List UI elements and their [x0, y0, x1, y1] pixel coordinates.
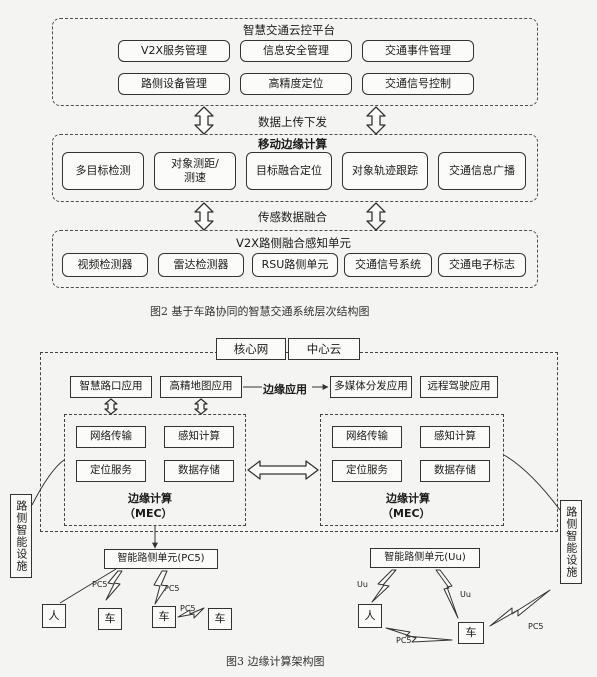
traffic-event-box: 交通事件管理: [362, 40, 474, 62]
right-perception-compute-box: 感知计算: [420, 426, 490, 448]
trajectory-tracking-box: 对象轨迹跟踪: [342, 152, 428, 190]
right-facility-curve: [503, 454, 561, 511]
unit-to-person-line: [59, 568, 117, 604]
edge-layer: [52, 134, 538, 202]
double-arrow-upper-left: [194, 106, 214, 135]
pc5-label-5: PC5: [528, 622, 544, 631]
left-mec-title: 边缘计算: [128, 492, 172, 505]
right-positioning-service-box: 定位服务: [332, 460, 402, 482]
person-left-box: 人: [42, 604, 66, 628]
ranging-speed-label: 对象测距/ 测速: [171, 157, 219, 184]
lightning-pc5-3: [177, 607, 205, 619]
map-to-mec-arrow: [194, 398, 208, 415]
sensing-title: V2X路侧融合感知单元: [236, 236, 352, 250]
platform-title: 智慧交通云控平台: [243, 23, 335, 37]
lightning-uu-2: [435, 569, 459, 619]
lightning-pc5-5: [489, 589, 551, 627]
left-mec-subtitle: （MEC）: [124, 507, 173, 520]
lightning-pc5-2: [153, 570, 168, 605]
core-network-box: 核心网: [216, 338, 286, 360]
roadside-device-box: 路侧设备管理: [118, 73, 230, 95]
roadside-facility-left: 路侧智能设施: [10, 494, 32, 578]
left-perception-compute-box: 感知计算: [164, 426, 234, 448]
car-box-1: 车: [98, 608, 122, 630]
electronic-sign-box: 交通电子标志: [438, 253, 526, 277]
left-positioning-service-box: 定位服务: [76, 460, 146, 482]
right-network-transport-box: 网络传输: [332, 426, 402, 448]
right-mec-subtitle: （MEC）: [382, 507, 431, 520]
multi-target-detection-box: 多目标检测: [62, 152, 144, 190]
edge-title: 移动边缘计算: [258, 137, 327, 151]
pc5-label-3: PC5: [180, 604, 196, 613]
double-arrow-lower-left: [194, 202, 214, 231]
multimedia-app-box: 多媒体分发应用: [330, 376, 412, 398]
ranging-speed-box: 对象测距/ 测速: [154, 152, 236, 190]
pc5-label-2: PC5: [164, 584, 180, 593]
traffic-signal-control-box: 交通信号控制: [362, 73, 474, 95]
upper-link-label: 数据上传下发: [258, 115, 327, 129]
roadside-unit-uu-box: 智能路侧单元(Uu): [370, 548, 480, 568]
double-arrow-upper-right: [366, 106, 386, 135]
v2x-service-box: V2X服务管理: [118, 40, 230, 62]
car-box-2: 车: [152, 606, 176, 628]
double-arrow-lower-right: [366, 202, 386, 231]
rsu-unit-box: RSU路侧单元: [252, 253, 338, 277]
car-box-3: 车: [208, 608, 232, 630]
pc5-label-1: PC5: [92, 580, 108, 589]
roadside-facility-right: 路侧智能设施: [560, 500, 582, 584]
smart-intersection-app-box: 智慧路口应用: [70, 376, 152, 398]
uu-label-1: Uu: [357, 580, 368, 589]
left-network-transport-box: 网络传输: [76, 426, 146, 448]
left-data-storage-box: 数据存储: [164, 460, 234, 482]
high-precision-positioning-box: 高精度定位: [240, 73, 352, 95]
hd-map-app-box: 高精地图应用: [160, 376, 242, 398]
radar-detector-box: 雷达检测器: [158, 253, 244, 277]
right-data-storage-box: 数据存储: [420, 460, 490, 482]
center-cloud-box: 中心云: [288, 338, 360, 360]
app-to-mec-arrow-left: [104, 398, 118, 415]
platform-layer: [52, 18, 538, 106]
edge-apps-label: 边缘应用: [263, 383, 307, 396]
figure2-caption: 图2 基于车路协同的智慧交通系统层次结构图: [150, 305, 370, 318]
roadside-unit-pc5-box: 智能路侧单元(PC5): [104, 549, 218, 569]
traffic-signal-system-box: 交通信号系统: [344, 253, 432, 277]
person-right-box: 人: [358, 604, 382, 628]
traffic-broadcast-box: 交通信息广播: [438, 152, 526, 190]
info-security-box: 信息安全管理: [240, 40, 352, 62]
remote-driving-app-box: 远程驾驶应用: [420, 376, 498, 398]
left-facility-curve: [31, 459, 65, 506]
mec-bridge-arrow: [247, 460, 319, 480]
right-mec-title: 边缘计算: [386, 492, 430, 505]
figure3-caption: 图3 边缘计算架构图: [226, 655, 325, 668]
lightning-pc5-1: [105, 570, 123, 601]
car-box-4: 车: [458, 622, 484, 644]
lightning-uu-1: [371, 569, 397, 603]
lightning-pc5-4: [385, 627, 453, 643]
pc5-label-4: PC5: [396, 636, 412, 645]
mec-right-region: [320, 414, 504, 526]
sensing-layer: [52, 230, 538, 288]
video-detector-box: 视频检测器: [62, 253, 148, 277]
mec-left-region: [64, 414, 246, 526]
uu-label-2: Uu: [460, 590, 471, 599]
lower-link-label: 传感数据融合: [258, 210, 327, 224]
target-fusion-box: 目标融合定位: [246, 152, 332, 190]
